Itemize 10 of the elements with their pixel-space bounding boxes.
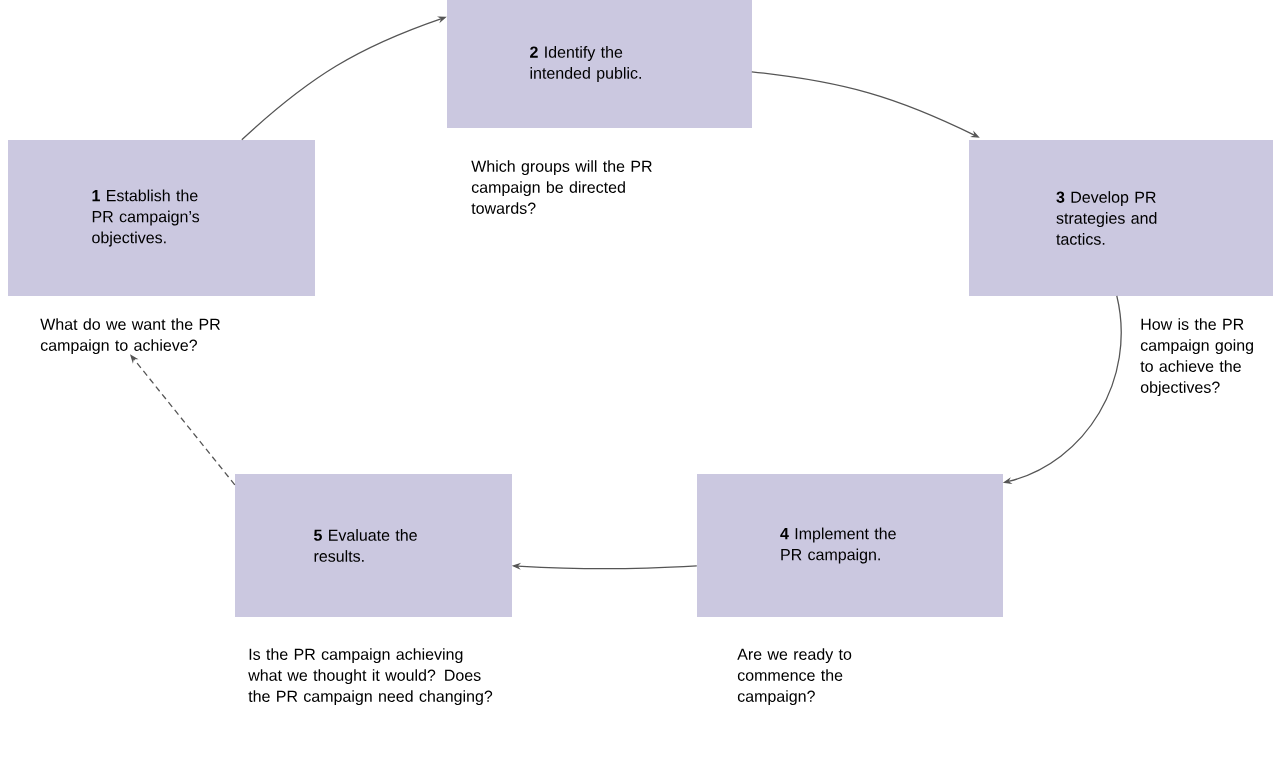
step-box: 1 Establish the PR campaign’s objectives. xyxy=(8,140,315,296)
step-box: 5 Evaluate the results. xyxy=(235,474,512,617)
question-text: Is the PR campaign achieving what we thought it would? Does the PR campaign need changing? xyxy=(248,648,493,706)
step-box: 4 Implement the PR campaign. xyxy=(697,474,1003,617)
question-text: Are we ready to commence the campaign? xyxy=(737,648,852,706)
step-box: 2 Identify the intended public. xyxy=(447,0,752,128)
step-box: 3 Develop PR strategies and tactics. xyxy=(969,140,1273,296)
question-text: What do we want the PR campaign to achieve? xyxy=(40,318,220,355)
question-text: How is the PR campaign going to achieve the objectives? xyxy=(1140,318,1253,397)
question-text: Which groups will the PR campaign be directed towards? xyxy=(471,160,652,214)
